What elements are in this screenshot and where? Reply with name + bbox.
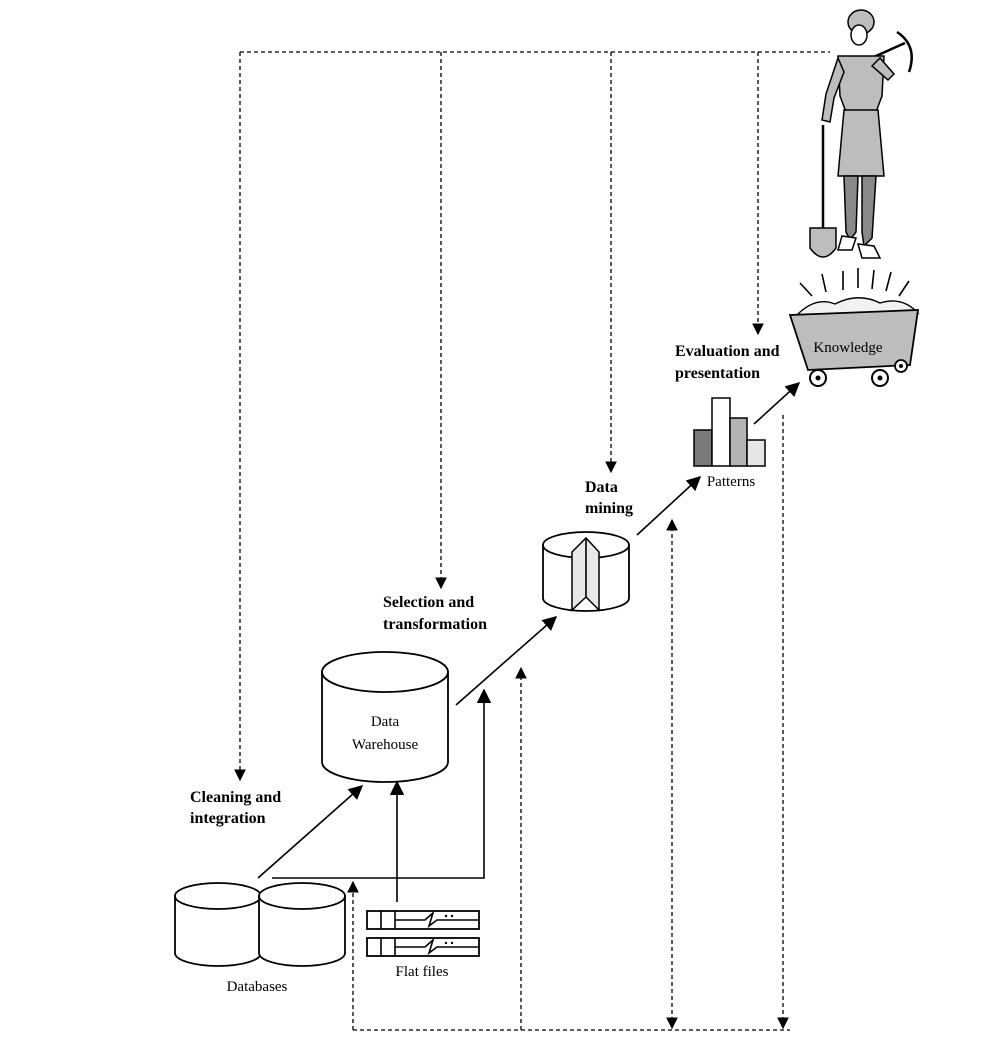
patterns-label: Patterns (707, 474, 755, 490)
step-cleaning-line1: Cleaning and (190, 789, 281, 806)
arrow-mining-to-patterns (636, 476, 702, 536)
flat-files-icon (366, 910, 480, 957)
process-arrows (257, 382, 801, 902)
warehouse-label-line1: Data (371, 714, 400, 730)
flat-files-label: Flat files (396, 964, 449, 980)
knowledge-label: Knowledge (813, 340, 882, 356)
arrow-patterns-to-knowledge (753, 382, 801, 425)
sparkle-spikes (799, 268, 910, 297)
arrow-db-to-selection (272, 688, 492, 879)
data-mining-icon (542, 531, 630, 612)
step-evaluation-line2: presentation (675, 365, 760, 382)
knowledge-cart-icon (788, 268, 920, 387)
arrow-warehouse-to-mining (455, 616, 558, 706)
databases-icon (174, 882, 346, 967)
miner-person-icon (809, 9, 913, 259)
step-mining-line2: mining (585, 500, 633, 517)
step-selection-line2: transformation (383, 616, 487, 633)
step-evaluation-line1: Evaluation and (675, 343, 780, 360)
top-feedback-lines (234, 51, 830, 782)
data-warehouse-icon (321, 651, 449, 783)
step-selection-line1: Selection and (383, 594, 474, 611)
patterns-icon (693, 397, 766, 467)
step-cleaning-line2: integration (190, 810, 266, 827)
bottom-feedback-lines (347, 415, 790, 1031)
arrow-db-to-warehouse (257, 785, 364, 879)
warehouse-label-line2: Warehouse (352, 737, 419, 753)
step-mining-line1: Data (585, 479, 618, 496)
databases-label: Databases (227, 979, 288, 995)
